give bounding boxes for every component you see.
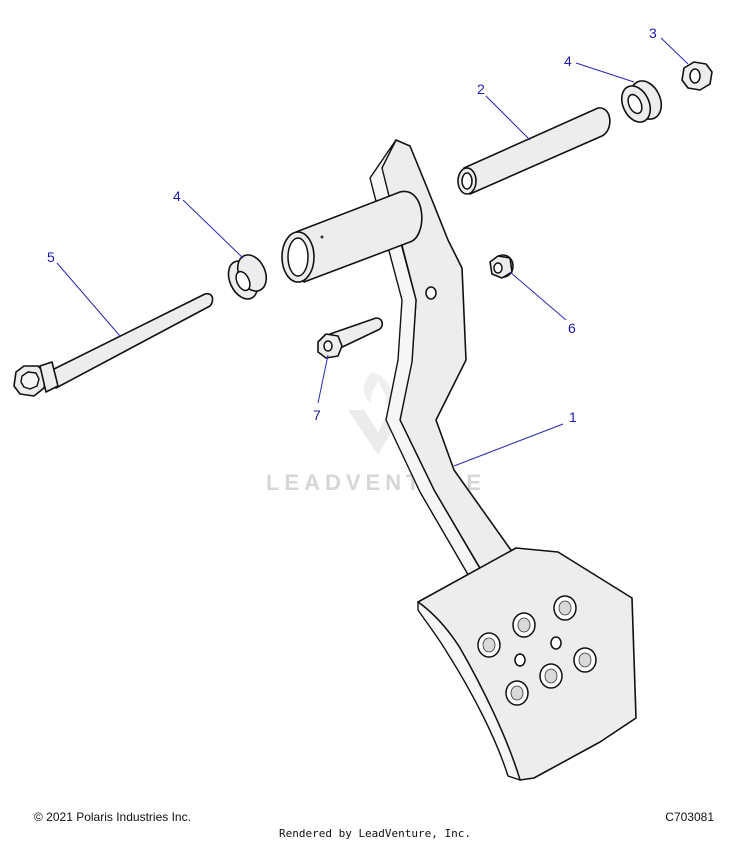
part-4-bushing-right bbox=[620, 80, 663, 123]
callout-2: 2 bbox=[477, 81, 485, 97]
callout-1: 1 bbox=[569, 409, 577, 425]
leader-2 bbox=[485, 95, 531, 141]
callout-7: 7 bbox=[313, 407, 321, 423]
diagram-code: C703081 bbox=[665, 810, 714, 824]
callout-5: 5 bbox=[47, 249, 55, 265]
callout-4-left: 4 bbox=[173, 188, 181, 204]
part-1-pedal-pad bbox=[417, 547, 637, 781]
leader-3 bbox=[660, 37, 689, 65]
leader-5 bbox=[56, 262, 121, 337]
part-3-nut bbox=[681, 61, 713, 91]
callout-4-right: 4 bbox=[564, 53, 572, 69]
leader-7 bbox=[317, 354, 329, 404]
leader-4a bbox=[575, 62, 635, 83]
callouts: 1 2 3 4 4 5 6 7 bbox=[47, 25, 657, 425]
part-6-nut bbox=[489, 254, 514, 279]
part-4-bushing-left bbox=[227, 254, 268, 300]
leader-lines bbox=[56, 37, 689, 467]
part-2-sleeve bbox=[457, 107, 611, 195]
part-7-shoulder-bolt bbox=[317, 317, 384, 359]
copyright-text: © 2021 Polaris Industries Inc. bbox=[34, 810, 191, 824]
callout-6: 6 bbox=[568, 320, 576, 336]
callout-3: 3 bbox=[649, 25, 657, 41]
leader-6 bbox=[509, 271, 567, 321]
leader-1 bbox=[453, 423, 564, 467]
part-5-bolt bbox=[13, 292, 214, 397]
rendered-by-text: Rendered by LeadVenture, Inc. bbox=[278, 827, 472, 840]
part-1-pedal-arm bbox=[281, 139, 519, 583]
leader-4b bbox=[182, 199, 244, 259]
